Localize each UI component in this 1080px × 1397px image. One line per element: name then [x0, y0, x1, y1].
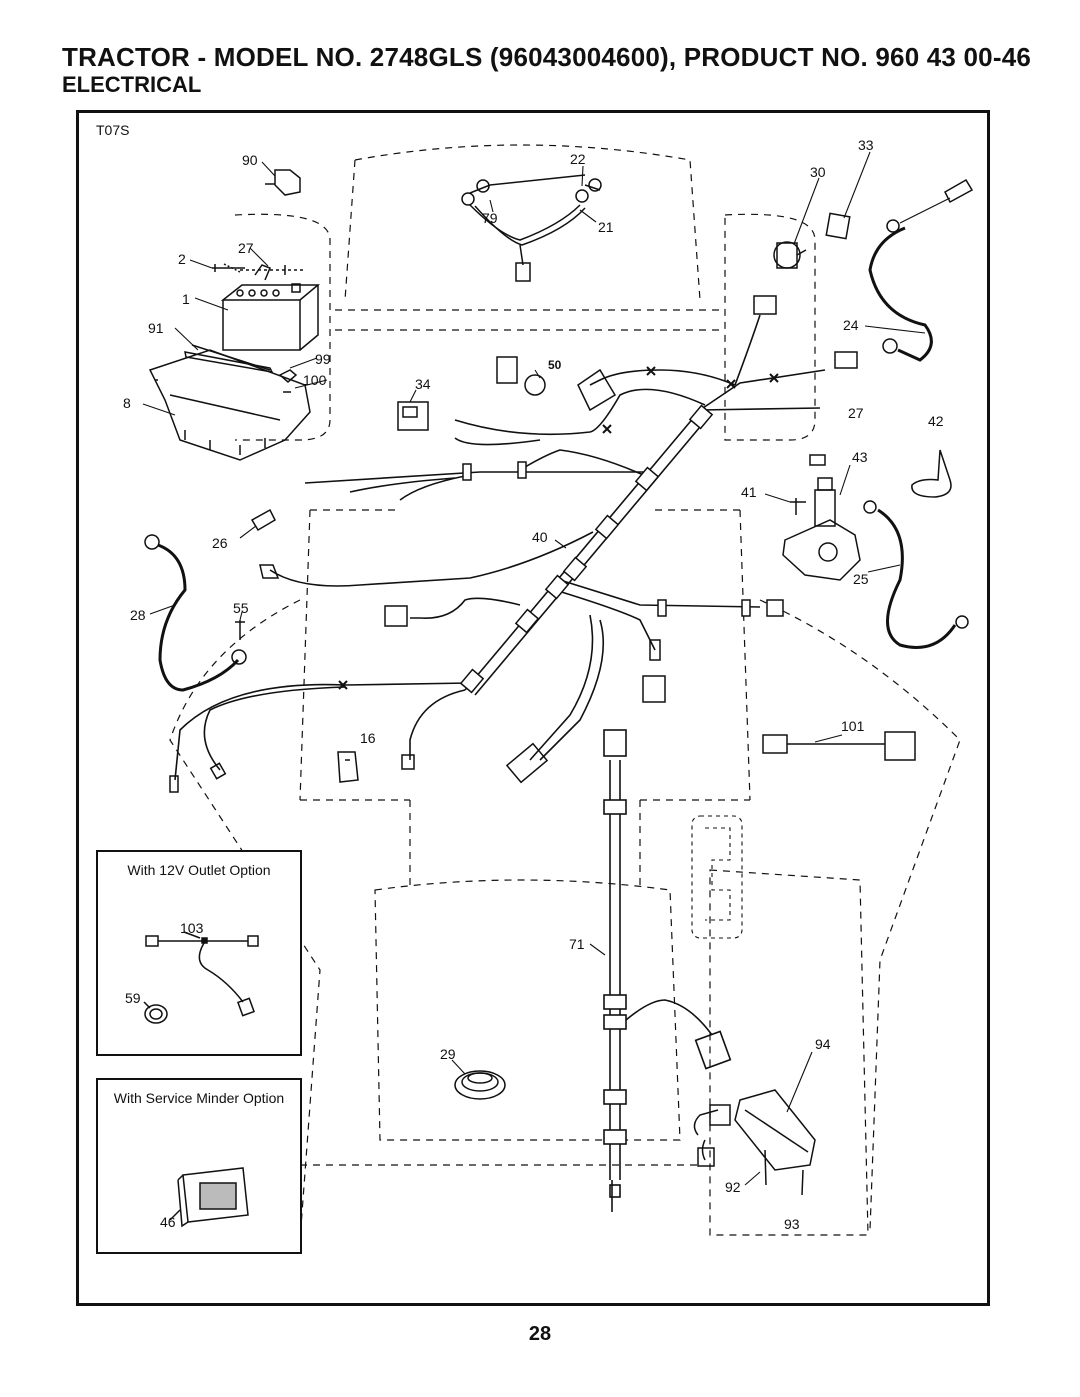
- callout-34: 34: [415, 376, 431, 392]
- callout-25: 25: [853, 571, 869, 587]
- callout-16: 16: [360, 730, 376, 746]
- battery-strap: [184, 351, 274, 373]
- callout-100: 100: [303, 372, 327, 388]
- callout-59: 59: [125, 990, 141, 1006]
- callout-33: 33: [858, 137, 874, 153]
- callout-99: 99: [315, 351, 331, 367]
- terminal-boot: [911, 449, 952, 498]
- inset-service-minder-title: With Service Minder Option: [113, 1090, 285, 1106]
- page-title: TRACTOR - MODEL NO. 2748GLS (96043004600…: [62, 42, 1032, 72]
- callout-55: 55: [233, 600, 249, 616]
- callout-93: 93: [784, 1216, 800, 1232]
- callout-29: 29: [440, 1046, 456, 1062]
- plug-left: [384, 605, 408, 627]
- callout-92: 92: [725, 1179, 741, 1195]
- ground-cable-28: [157, 543, 240, 692]
- leader-lines: [142, 151, 926, 1186]
- callout-1: 1: [182, 291, 190, 307]
- callout-101: 101: [841, 718, 865, 734]
- diagram-frame: [76, 110, 990, 1306]
- connector-101a: [762, 734, 788, 754]
- battery-cable-25: [877, 508, 957, 649]
- part-16: [337, 751, 359, 783]
- inset-12v-outlet-title: With 12V Outlet Option: [127, 862, 271, 878]
- switch-34: [397, 401, 429, 431]
- ignition-switch: [773, 212, 851, 269]
- inset-service-minder: With Service Minder Option 46: [96, 1078, 302, 1254]
- outlet-harness-art: [143, 931, 259, 1024]
- battery-cable-24: [868, 226, 933, 362]
- callout-43: 43: [852, 449, 868, 465]
- callout-71: 71: [569, 936, 585, 952]
- callout-8: 8: [123, 395, 131, 411]
- nut: [278, 369, 298, 393]
- callout-30: 30: [810, 164, 826, 180]
- callout-46: 46: [160, 1214, 176, 1230]
- pto-tag: [577, 368, 617, 412]
- plug-29: [454, 1070, 506, 1100]
- callout-21: 21: [598, 219, 614, 235]
- callout-26: 26: [212, 535, 228, 551]
- inset-12v-outlet: With 12V Outlet Option 103 59: [96, 850, 302, 1056]
- callout-94: 94: [815, 1036, 831, 1052]
- harness-71: [603, 729, 732, 1212]
- battery-tray: [148, 344, 311, 461]
- plug-mid: [642, 675, 666, 703]
- callout-27-right: 27: [848, 405, 864, 421]
- service-minder-art: [169, 1167, 249, 1228]
- connector-27: [834, 351, 858, 369]
- callout-27-battery: 27: [238, 240, 254, 256]
- tractor-outline: [169, 144, 961, 1241]
- harness-sleeves: [459, 404, 784, 694]
- callout-40: 40: [532, 529, 548, 545]
- connector-101b: [884, 731, 916, 761]
- section-title: ELECTRICAL: [62, 72, 202, 97]
- switch-50: [496, 356, 518, 384]
- callout-41: 41: [741, 484, 757, 500]
- callout-22: 22: [570, 151, 586, 167]
- page-number: 28: [528, 1323, 552, 1345]
- wire-splices: [338, 366, 779, 690]
- module-94: [693, 1089, 816, 1196]
- callout-90: 90: [242, 152, 258, 168]
- part-90: [265, 169, 301, 196]
- callout-42: 42: [928, 413, 944, 429]
- battery-bolt: [212, 263, 305, 281]
- starter-solenoid: [782, 454, 861, 581]
- main-wire-harness: [174, 314, 826, 781]
- callout-79: 79: [482, 210, 498, 226]
- diagram-code: T07S: [96, 122, 130, 138]
- plug-lower: [505, 742, 549, 784]
- callout-24: 24: [843, 317, 859, 333]
- callout-50: 50: [548, 358, 562, 372]
- shifter-slot: [691, 815, 743, 939]
- callout-28: 28: [130, 607, 146, 623]
- battery: [220, 283, 321, 351]
- connector-top: [753, 295, 777, 315]
- callout-91: 91: [148, 320, 164, 336]
- callout-103: 103: [180, 920, 204, 936]
- plug-26: [259, 564, 280, 579]
- callout-2: 2: [178, 251, 186, 267]
- headlight-harness: [461, 174, 602, 282]
